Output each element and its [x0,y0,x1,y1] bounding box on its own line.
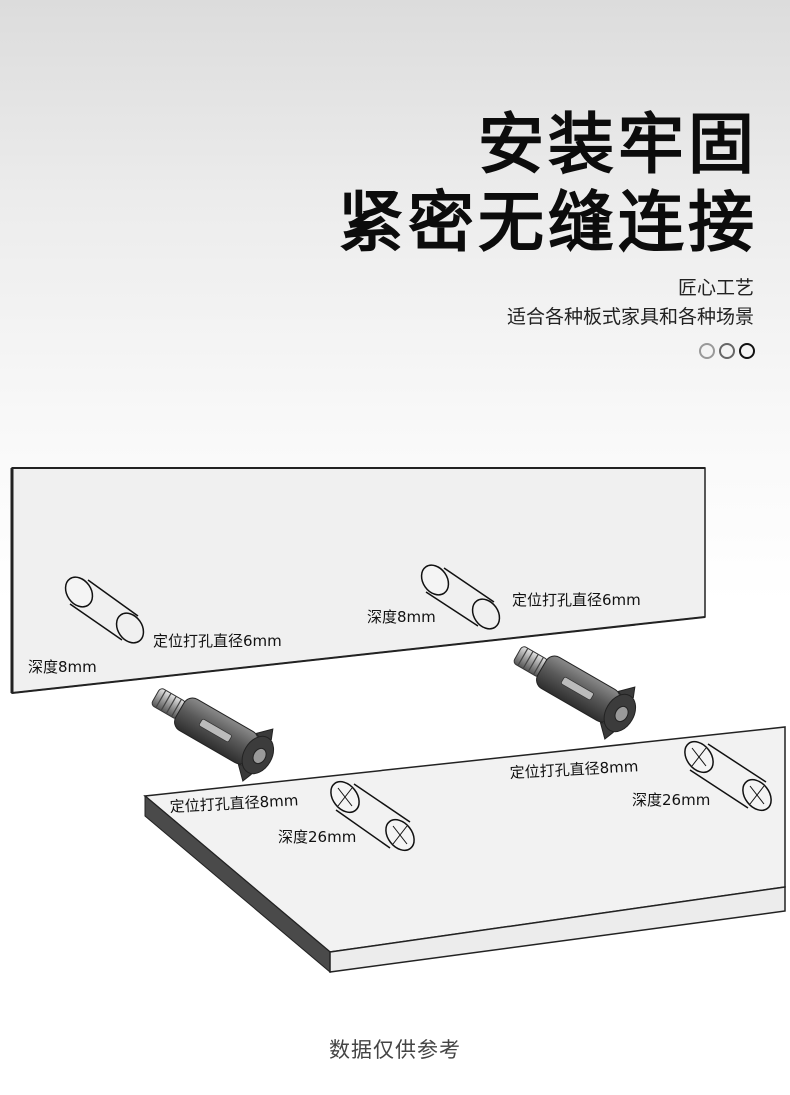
installation-diagram: 深度8mm 定位打孔直径6mm 深度8mm 定位打孔直径6mm 定位打孔直径8m… [10,467,786,974]
subtitle-line-1: 匠心工艺 [677,277,754,299]
connector-fitting-right [513,646,637,740]
dot-indicator-2 [719,343,735,359]
headline-line-1: 安装牢固 [478,106,758,183]
upper-right-depth-label: 深度8mm [367,608,436,626]
connector-fitting-left [151,688,275,782]
dot-indicator-1 [699,343,715,359]
upper-left-depth-label: 深度8mm [28,658,97,676]
upper-right-diameter-label: 定位打孔直径6mm [512,591,641,609]
lower-left-depth-label: 深度26mm [278,828,356,846]
lower-right-depth-label: 深度26mm [632,791,710,809]
pagination-dots [699,343,755,359]
lower-left-hole [330,780,415,852]
upper-left-diameter-label: 定位打孔直径6mm [153,632,282,650]
upper-right-hole [420,564,501,630]
headline-line-2: 紧密无缝连接 [338,184,758,261]
upper-left-hole [64,576,145,644]
lower-right-hole [684,740,772,812]
disclaimer-note: 数据仅供参考 [329,1038,461,1062]
dot-indicator-3 [739,343,755,359]
lower-board: 定位打孔直径8mm 深度26mm 定位打孔直径8mm 深度26mm [143,726,786,974]
upper-board: 深度8mm 定位打孔直径6mm 深度8mm 定位打孔直径6mm [10,467,706,694]
subtitle-line-2: 适合各种板式家具和各种场景 [506,306,754,328]
